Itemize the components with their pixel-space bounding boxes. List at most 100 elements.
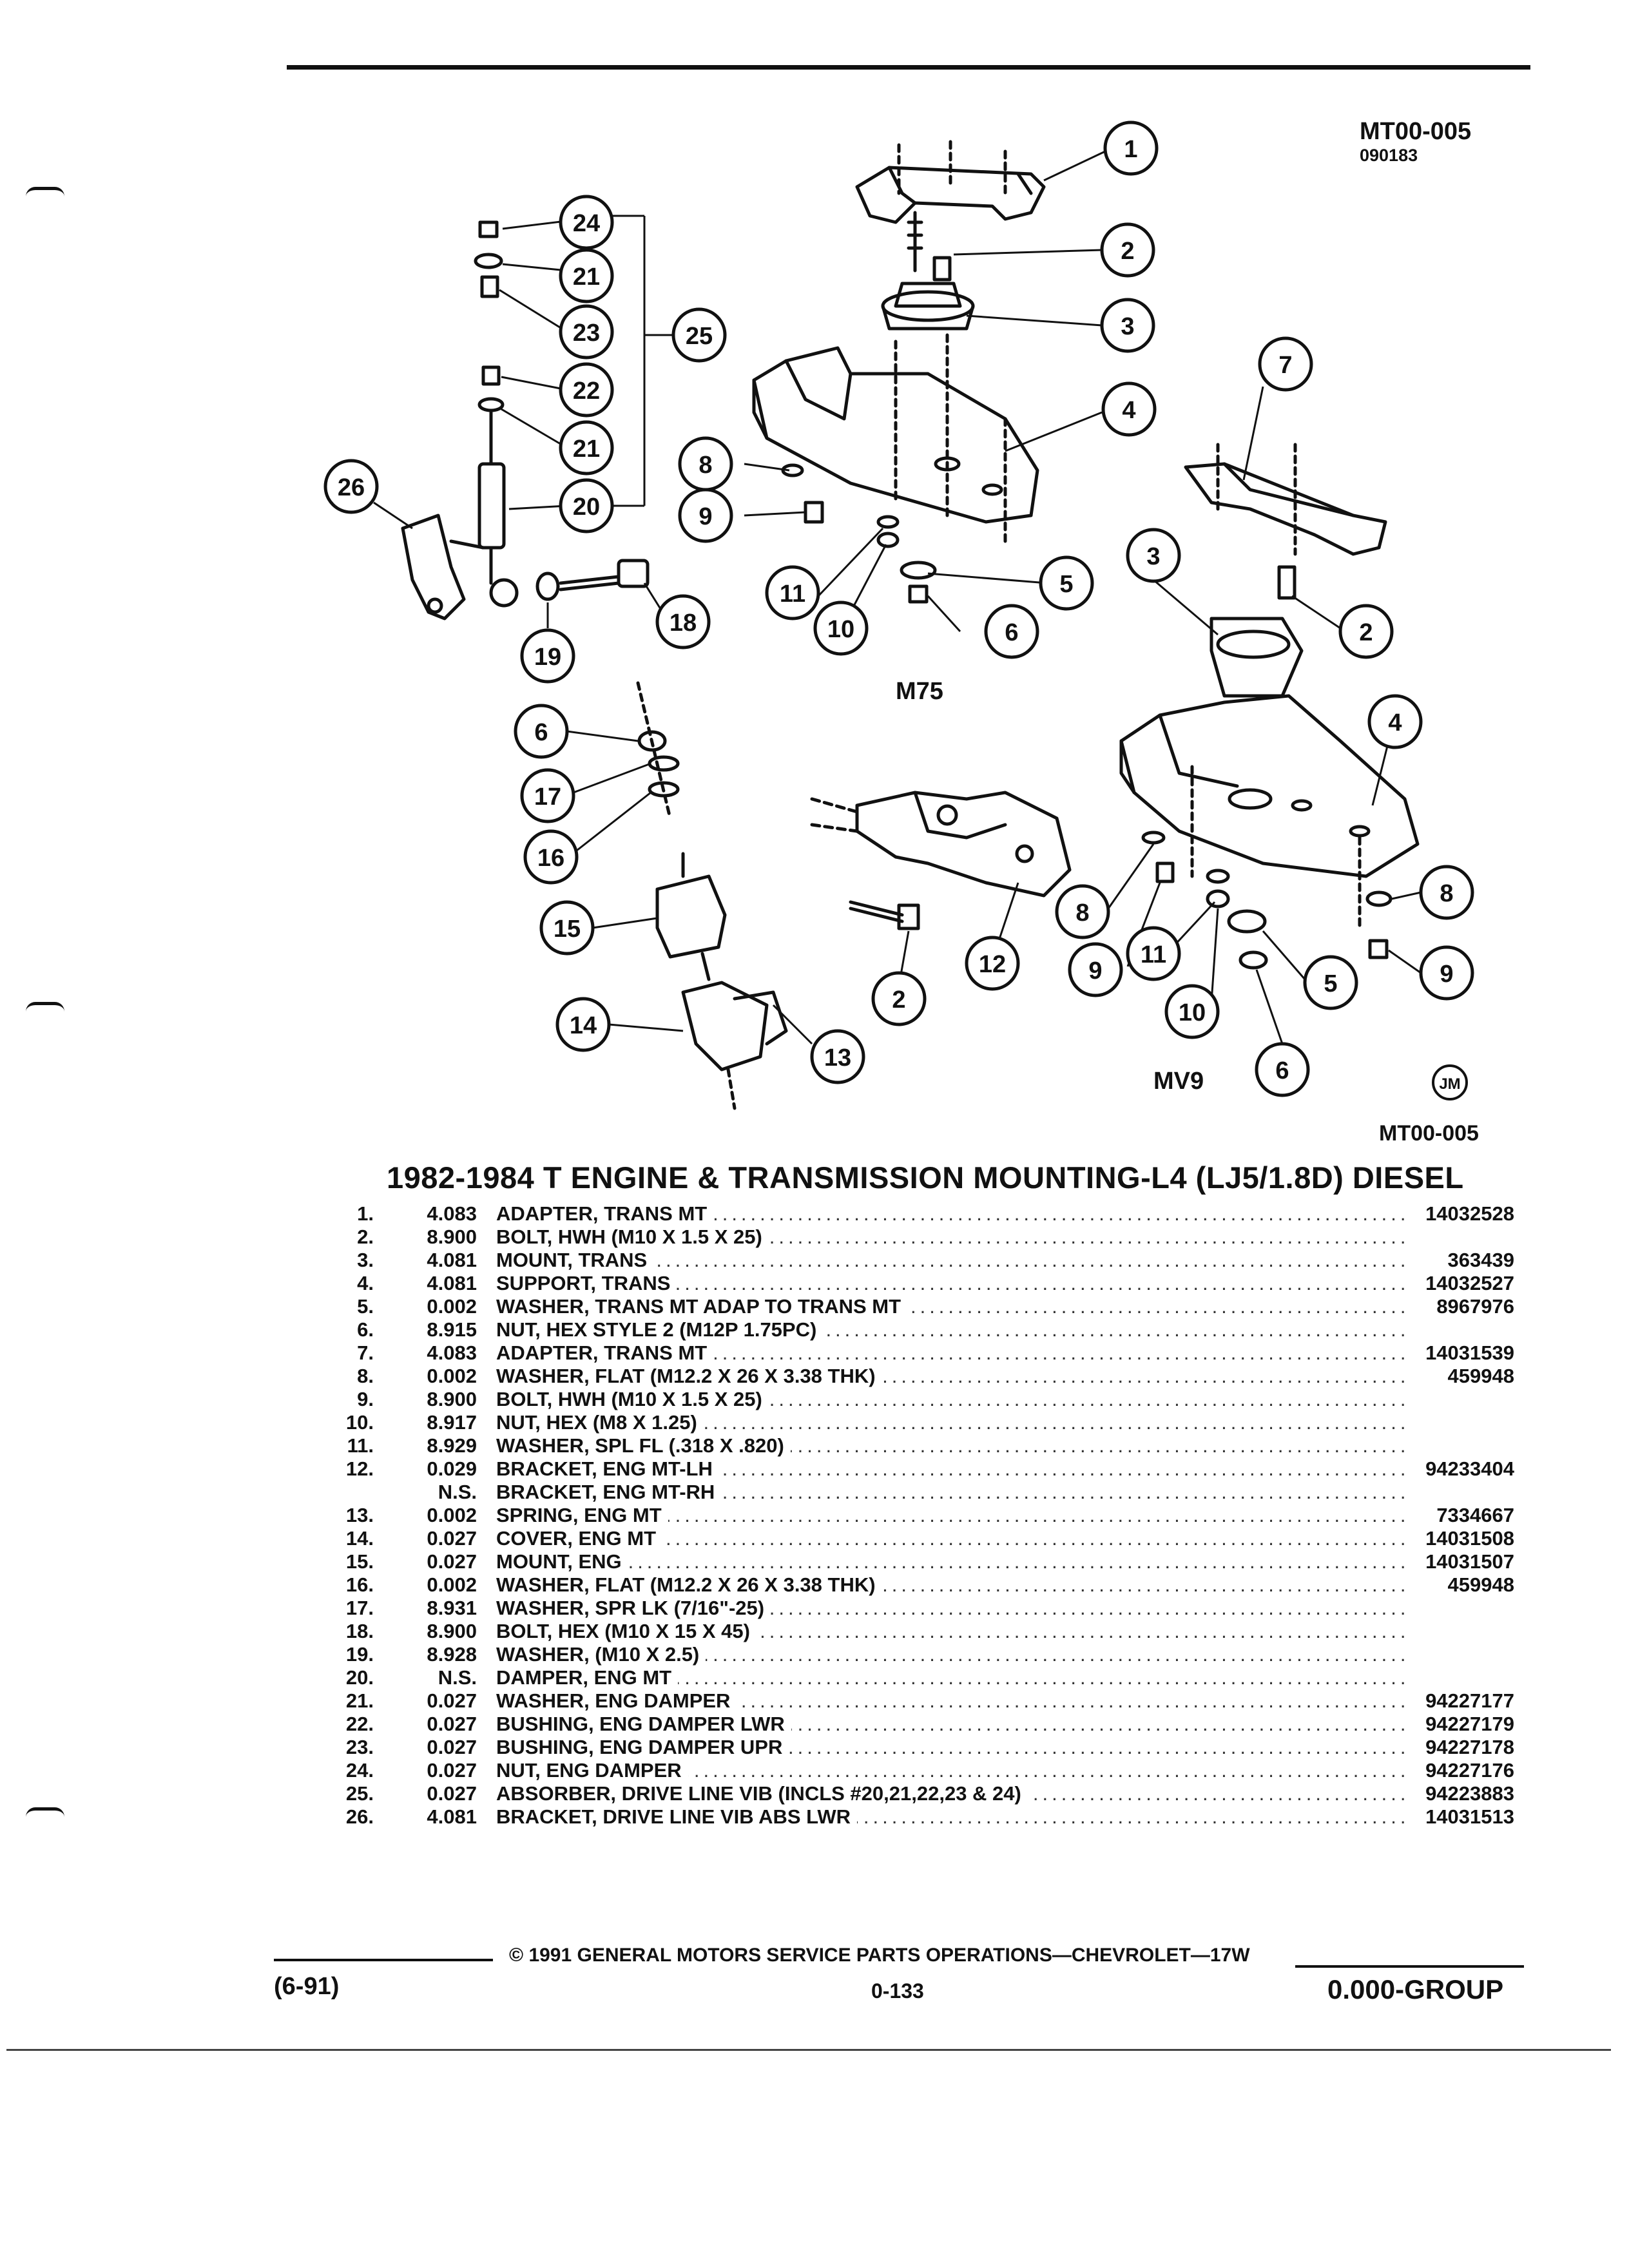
part-group: 0.002: [427, 1573, 477, 1596]
svg-text:18: 18: [670, 610, 697, 637]
callout-11: 11: [765, 565, 820, 620]
part-number: 94233404: [1425, 1457, 1514, 1480]
parts-row: 19.8.928................................…: [335, 1643, 1514, 1666]
part-index: 4.: [357, 1272, 374, 1294]
part-description: DAMPER, ENG MT: [496, 1666, 679, 1689]
footer-group: 0.000-GROUP: [1327, 1974, 1504, 2004]
part-detail: , DRIVE LINE VIB (INCLS #20,21,22,23 & 2…: [610, 1782, 1021, 1805]
svg-text:5: 5: [1324, 970, 1337, 997]
part-index: 1.: [357, 1202, 374, 1225]
svg-text:20: 20: [573, 494, 600, 521]
svg-text:2: 2: [1359, 619, 1373, 646]
part-description: SPRING, ENG MT: [496, 1504, 668, 1527]
part-detail: , ENG MT: [583, 1666, 672, 1689]
svg-text:25: 25: [686, 323, 713, 350]
part-group: 0.027: [427, 1689, 477, 1712]
part-detail: , TRANS: [590, 1272, 671, 1294]
svg-text:11: 11: [780, 581, 805, 608]
part-detail: , TRANS MT: [592, 1341, 708, 1364]
part-number: 459948: [1447, 1365, 1514, 1387]
part-group: 4.083: [427, 1202, 477, 1225]
parts-row: 11.8.929................................…: [335, 1434, 1514, 1457]
part-group: 4.083: [427, 1341, 477, 1364]
part-detail: , ENG MT: [572, 1504, 662, 1526]
part-number: 14032528: [1425, 1202, 1514, 1225]
callout-18: 18: [655, 594, 711, 649]
footer-rule-left: [274, 1959, 493, 1961]
part-description: ABSORBER, DRIVE LINE VIB (INCLS #20,21,2…: [496, 1782, 1028, 1805]
part-description: WASHER, (M10 X 2.5): [496, 1643, 706, 1666]
parts-row: 15.0.027................................…: [335, 1550, 1514, 1573]
parts-row: 1.4.083.................................…: [335, 1202, 1514, 1225]
svg-text:8: 8: [1075, 899, 1089, 927]
part-name: WASHER: [496, 1573, 584, 1596]
part-name: SPRING: [496, 1504, 573, 1526]
part-name: NUT: [496, 1318, 535, 1341]
margin-mark: [26, 1807, 64, 1817]
part-index: 16.: [345, 1573, 374, 1596]
svg-text:4: 4: [1122, 397, 1135, 424]
header-ref-date: 090183: [1360, 146, 1418, 165]
part-index: 17.: [345, 1597, 374, 1619]
svg-text:8: 8: [699, 452, 712, 479]
callout-5b: 5: [1303, 955, 1358, 1010]
callout-26: 26: [323, 459, 379, 514]
callout-8: 8: [678, 436, 733, 492]
svg-text:22: 22: [573, 378, 600, 405]
callout-7: 7: [1258, 336, 1313, 392]
part-detail: , ENG: [567, 1550, 622, 1573]
callout-2: 2: [1100, 222, 1155, 278]
part-description: BUSHING, ENG DAMPER LWR: [496, 1713, 791, 1736]
part-detail: , HEX STYLE 2 (M12P 1.75PC): [535, 1318, 817, 1341]
parts-row: 18.8.900................................…: [335, 1620, 1514, 1643]
part-index: 7.: [357, 1341, 374, 1364]
part-detail: , HEX (M10 X 15 X 45): [546, 1620, 750, 1642]
parts-row: 12.0.029................................…: [335, 1457, 1514, 1481]
parts-row: 10.8.917................................…: [335, 1411, 1514, 1434]
parts-row: 8.0.002.................................…: [335, 1365, 1514, 1388]
part-detail: , DRIVE LINE VIB ABS LWR: [592, 1805, 851, 1828]
svg-text:24: 24: [573, 210, 600, 237]
part-detail: , ENG DAMPER UPR: [588, 1736, 783, 1758]
part-group: 4.081: [427, 1249, 477, 1271]
callout-17: 17: [520, 768, 575, 823]
parts-row: 22.0.027................................…: [335, 1713, 1514, 1736]
footer-rule-right: [1295, 1965, 1524, 1968]
part-name: WASHER: [496, 1597, 584, 1619]
part-group: 8.931: [427, 1597, 477, 1619]
svg-text:12: 12: [979, 951, 1006, 978]
svg-text:26: 26: [338, 474, 365, 501]
part-description: WASHER, FLAT (M12.2 X 26 X 3.38 THK): [496, 1573, 882, 1597]
callout-6c: 6: [1255, 1042, 1310, 1097]
margin-mark: [26, 1002, 64, 1012]
part-number: 94227176: [1425, 1759, 1514, 1782]
part-index: 25.: [345, 1782, 374, 1805]
diagram-bottom-ref: MT00-005: [1379, 1121, 1479, 1146]
part-group: 4.081: [427, 1272, 477, 1294]
parts-row: 13.0.002................................…: [335, 1504, 1514, 1527]
part-index: 19.: [345, 1643, 374, 1666]
parts-row: 26.4.081................................…: [335, 1805, 1514, 1829]
callout-9: 9: [678, 488, 733, 543]
part-group: 8.917: [427, 1411, 477, 1434]
part-name: WASHER: [496, 1643, 584, 1666]
svg-text:3: 3: [1146, 543, 1160, 570]
part-index: 13.: [345, 1504, 374, 1526]
callout-20: 20: [559, 478, 614, 533]
part-name: WASHER: [496, 1295, 584, 1318]
callout-1: 1: [1103, 120, 1159, 176]
part-number: 459948: [1447, 1573, 1514, 1596]
part-number: 94227177: [1425, 1689, 1514, 1712]
part-description: NUT, ENG DAMPER: [496, 1759, 688, 1782]
part-name: WASHER: [496, 1365, 584, 1387]
svg-text:9: 9: [1440, 961, 1453, 988]
svg-text:5: 5: [1059, 571, 1073, 598]
part-description: NUT, HEX STYLE 2 (M12P 1.75PC): [496, 1318, 824, 1341]
part-detail: , TRANS MT ADAP TO TRANS MT: [584, 1295, 901, 1318]
part-number: 8967976: [1436, 1295, 1514, 1318]
part-description: BOLT, HWH (M10 X 1.5 X 25): [496, 1225, 769, 1249]
callout-14: 14: [555, 997, 611, 1052]
part-description: NUT, HEX (M8 X 1.25): [496, 1411, 704, 1434]
callout-9c: 9: [1068, 942, 1123, 997]
part-index: 2.: [357, 1225, 374, 1248]
